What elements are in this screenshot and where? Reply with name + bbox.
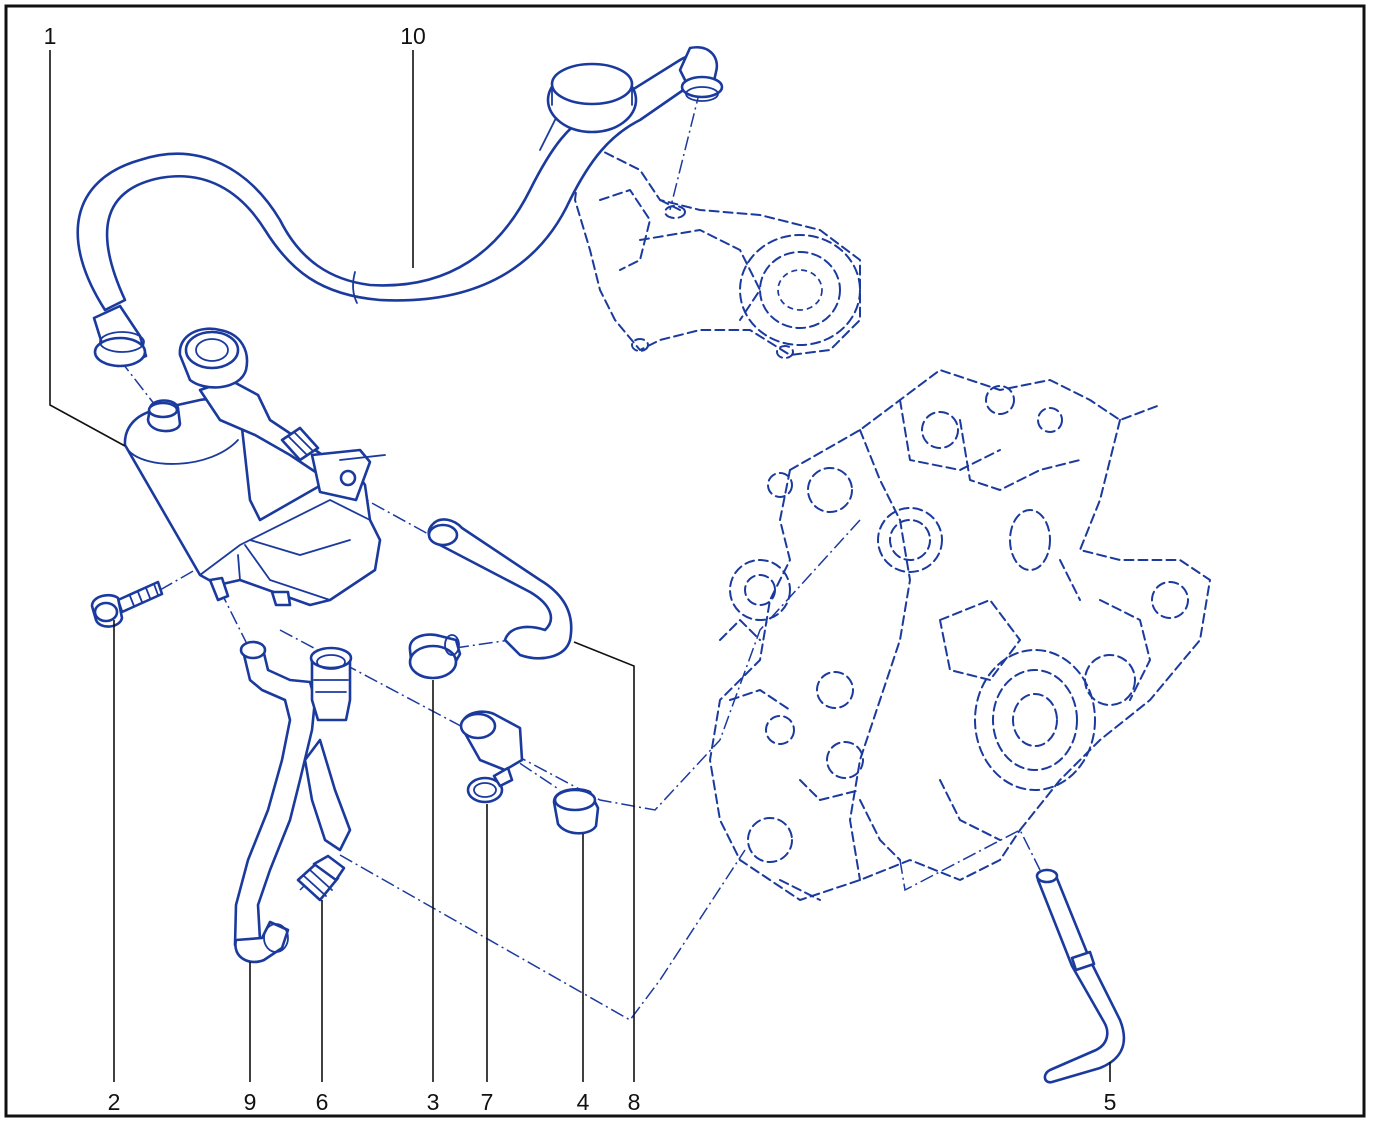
bolt (90, 580, 164, 628)
callout-2: 2 (108, 1089, 121, 1115)
branch-hose (233, 640, 353, 964)
callout-leader-lines (49, 50, 1111, 1082)
diagram-frame (4, 4, 1366, 1118)
callout-10: 10 (400, 23, 426, 49)
vent-hose-assembly (76, 46, 724, 368)
bent-tube (1035, 868, 1126, 1084)
oil-separator (123, 327, 386, 607)
elbow-connector (408, 633, 462, 680)
alignment-centerlines (119, 89, 1041, 1021)
callout-5: 5 (1104, 1089, 1117, 1115)
sleeve-with-clamp (459, 710, 524, 804)
callout-labels: 1 2 3 4 5 6 7 8 9 10 (44, 23, 1117, 1115)
callout-3: 3 (427, 1089, 440, 1115)
callout-7: 7 (481, 1089, 494, 1115)
cap-sleeve (552, 788, 600, 835)
callout-1: 1 (44, 23, 57, 49)
callout-4: 4 (577, 1089, 590, 1115)
callout-9: 9 (244, 1089, 257, 1115)
engine-block-phantom (709, 369, 1211, 901)
curved-hose (427, 518, 573, 660)
callout-8: 8 (628, 1089, 641, 1115)
callout-6: 6 (316, 1089, 329, 1115)
threaded-fitting (296, 854, 346, 902)
intake-housing-phantom (574, 149, 861, 359)
